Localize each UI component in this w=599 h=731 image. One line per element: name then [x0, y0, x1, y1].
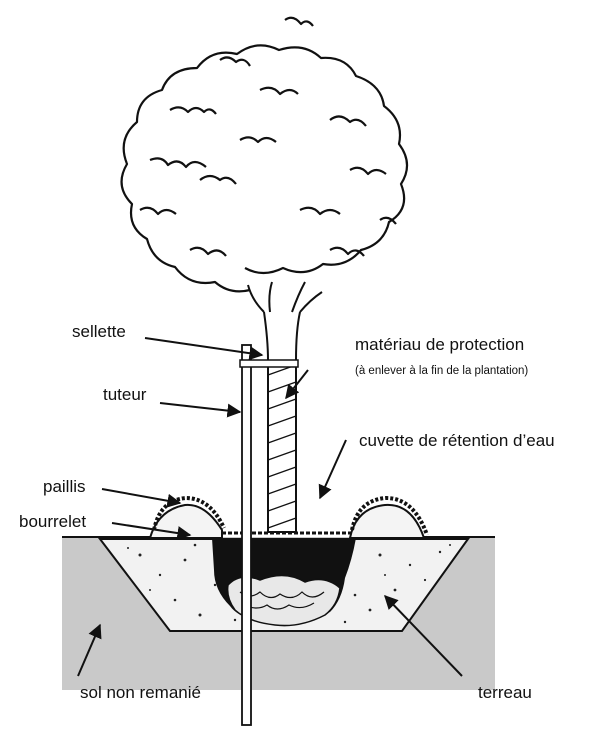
stake	[242, 345, 251, 725]
label-sellette: sellette	[72, 322, 126, 341]
tree-crown	[122, 18, 407, 292]
label-bourrelet: bourrelet	[19, 512, 86, 531]
label-terreau: terreau	[478, 683, 532, 702]
arrow-paillis	[102, 489, 180, 503]
arrow-tuteur	[160, 403, 240, 412]
label-sol: sol non remanié	[80, 683, 201, 702]
tie	[240, 360, 298, 367]
label-cuvette: cuvette de rétention d’eau	[359, 431, 555, 450]
label-materiau: matériau de protection	[355, 335, 524, 354]
label-materiau-note: (à enlever à la fin de la plantation)	[355, 365, 528, 377]
branches	[248, 282, 322, 312]
label-paillis: paillis	[43, 477, 86, 496]
trunk	[264, 312, 300, 532]
arrow-cuvette	[320, 440, 346, 498]
label-tuteur: tuteur	[103, 385, 147, 404]
